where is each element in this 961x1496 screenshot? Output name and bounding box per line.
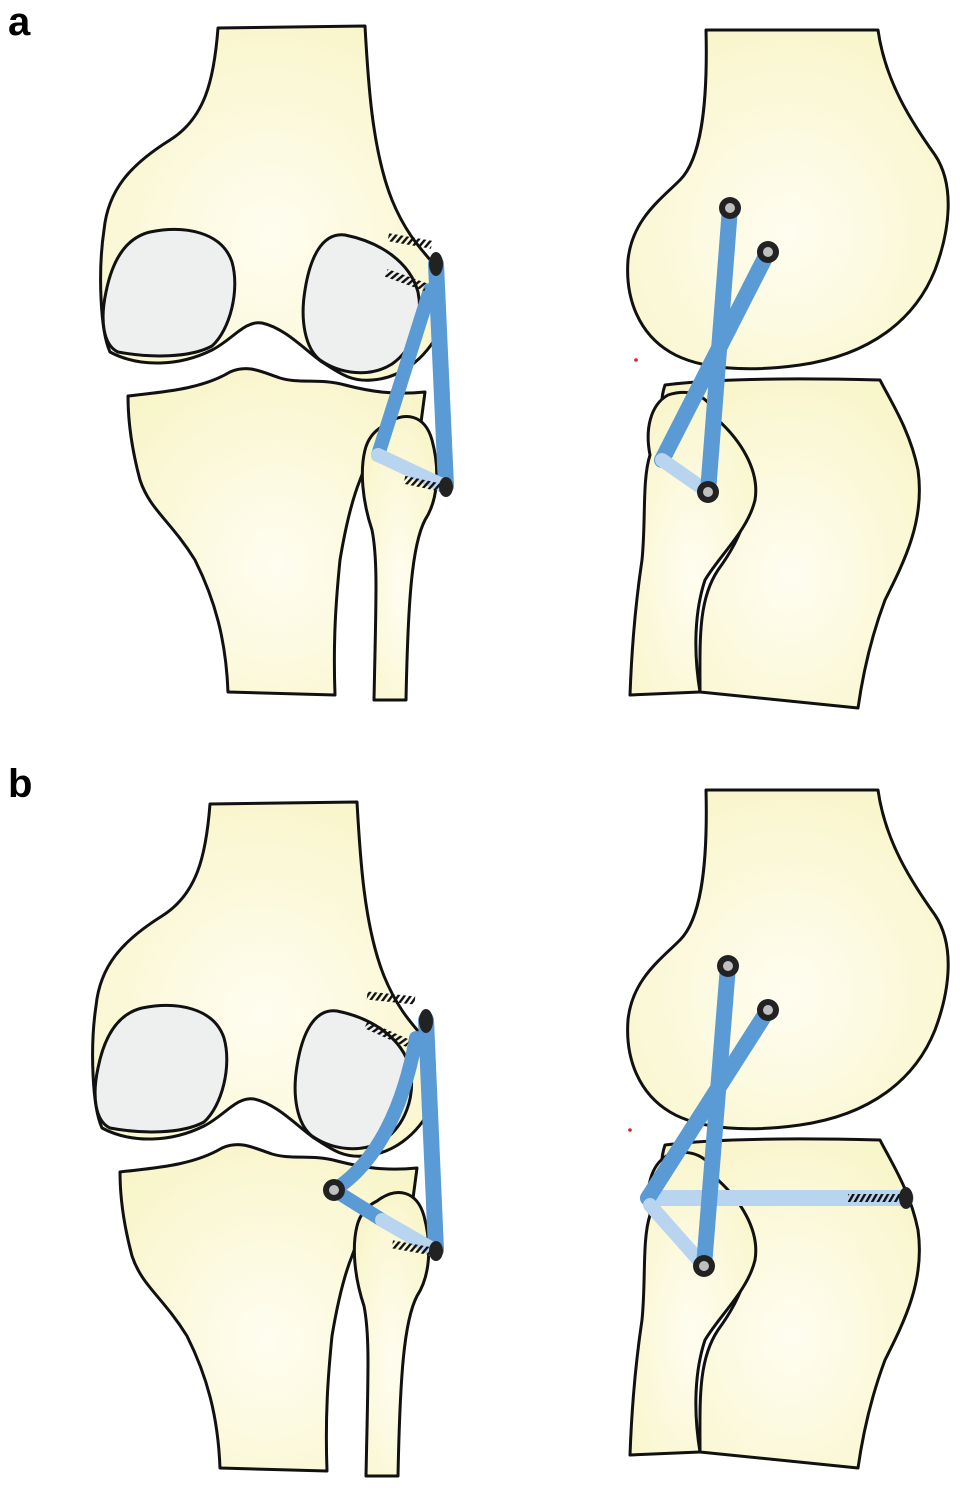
screw-icon bbox=[391, 1240, 435, 1256]
tunnel-icon bbox=[757, 999, 779, 1021]
marker-dot bbox=[634, 358, 638, 362]
tunnel-icon bbox=[693, 1255, 715, 1277]
screw-icon bbox=[384, 269, 428, 291]
tunnel-icon bbox=[717, 955, 739, 977]
marker-dot bbox=[628, 1128, 632, 1132]
screw-icon bbox=[899, 1187, 913, 1209]
graft-lcl bbox=[418, 1012, 444, 1258]
panel-b-side-view bbox=[626, 788, 950, 1470]
panel-label-a: a bbox=[8, 0, 31, 44]
graft-lcl-lateral bbox=[696, 958, 736, 1274]
panel-a-front-view bbox=[99, 24, 454, 702]
tunnel-icon bbox=[719, 197, 741, 219]
tunnel-icon bbox=[323, 1179, 345, 1201]
graft-pfl bbox=[371, 448, 451, 493]
screw-icon bbox=[403, 475, 445, 493]
screw-icon bbox=[429, 252, 443, 276]
graft-popliteus bbox=[327, 1031, 423, 1197]
screw-icon bbox=[364, 1020, 410, 1048]
tunnel-icon bbox=[697, 481, 719, 503]
screw-icon bbox=[366, 991, 416, 1005]
graft-lcl-lateral bbox=[700, 200, 738, 500]
screw-icon bbox=[439, 477, 453, 497]
tunnel-icon bbox=[757, 241, 779, 263]
graft-lcl bbox=[428, 256, 454, 494]
graft-popliteus-lateral bbox=[640, 1002, 776, 1206]
graft-pfl-lateral bbox=[643, 1198, 711, 1273]
screw-icon bbox=[387, 233, 433, 249]
screw-icon bbox=[429, 1241, 443, 1261]
screw-icon bbox=[419, 1009, 433, 1033]
graft-popliteus bbox=[371, 283, 437, 462]
screw-icon bbox=[848, 1194, 900, 1202]
graft-pfl-tibial bbox=[375, 1213, 441, 1257]
panel-label-b: b bbox=[8, 762, 33, 806]
panel-a-side-view bbox=[626, 28, 950, 710]
panel-b-front-view bbox=[91, 800, 444, 1478]
